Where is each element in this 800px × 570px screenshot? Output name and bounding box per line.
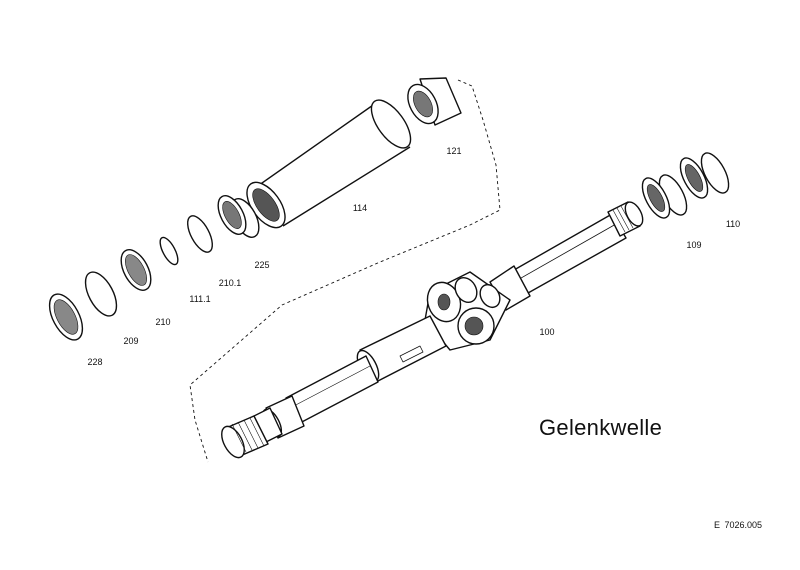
circlip-209 [84, 271, 118, 317]
part-label-228: 228 [87, 357, 103, 367]
diagram-title: Gelenkwelle [539, 415, 663, 440]
bearing-110 [679, 150, 730, 199]
part-label-121: 121 [446, 146, 462, 156]
ring-210 [120, 249, 152, 291]
washer-228 [48, 293, 84, 341]
part-label-110: 110 [725, 219, 741, 229]
part-label-210: 210 [155, 317, 171, 327]
ring-111-1 [159, 236, 179, 266]
part-label-210-1: 210.1 [218, 278, 242, 288]
bearing-109 [641, 172, 688, 219]
tube-114 [246, 99, 412, 229]
part-label-111-1: 111.1 [189, 294, 211, 304]
document-id: E 7026.005 [714, 520, 763, 530]
snap-ring-210-1 [186, 215, 214, 253]
part-label-114: 114 [352, 203, 368, 213]
part-label-225: 225 [254, 260, 270, 270]
bearing-121 [407, 77, 462, 126]
part-label-209: 209 [123, 336, 139, 346]
drive-shaft-100 [221, 201, 644, 459]
part-label-109: 109 [686, 240, 702, 250]
assembly-guide-line [189, 79, 501, 463]
ring-225 [217, 195, 260, 238]
part-label-100: 100 [539, 327, 555, 337]
